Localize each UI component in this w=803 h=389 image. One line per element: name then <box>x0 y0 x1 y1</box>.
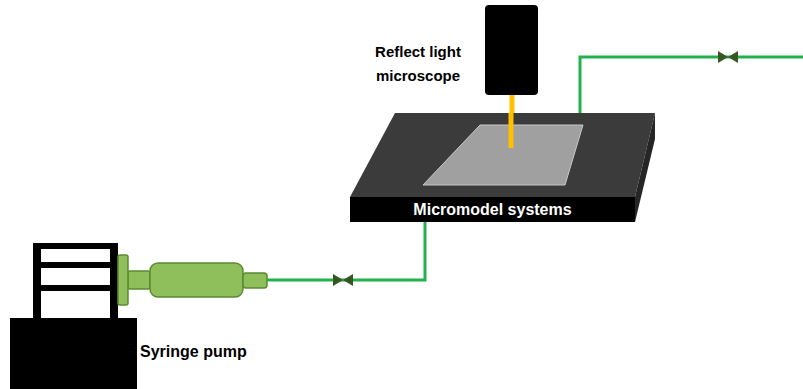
micromodel-chip <box>423 125 583 185</box>
syringe-barrel <box>150 263 243 297</box>
outlet-tube <box>580 57 803 113</box>
node-label: Micromodel systems <box>350 197 635 222</box>
micromodel-slab: Micromodel systems <box>350 113 655 222</box>
outlet-valve <box>728 51 738 63</box>
pump-post <box>110 243 118 319</box>
light-beam <box>509 113 514 148</box>
pump-rung <box>33 285 118 291</box>
microscope-box: Reflect light microscope <box>485 5 538 95</box>
syringe-pump: Syringe pump <box>10 243 267 389</box>
slab-side <box>635 113 655 222</box>
syringe-rod <box>128 271 150 289</box>
slab-front <box>350 197 635 222</box>
syringe-plate <box>118 255 128 305</box>
inlet-valve <box>343 274 353 286</box>
inlet-tube <box>267 222 425 280</box>
pump-post <box>33 243 41 319</box>
outlet-valve <box>718 51 728 63</box>
light-beam <box>510 95 515 113</box>
inlet-valve <box>333 274 343 286</box>
slab-top <box>350 113 655 197</box>
node-label: Reflect light microscope <box>358 40 478 88</box>
syringe-pump-illustration <box>10 243 267 389</box>
pump-base <box>10 318 137 389</box>
pump-rung <box>33 262 118 268</box>
syringe-tip <box>243 273 267 288</box>
node-label: Syringe pump <box>140 343 247 361</box>
pump-rung <box>33 243 118 249</box>
